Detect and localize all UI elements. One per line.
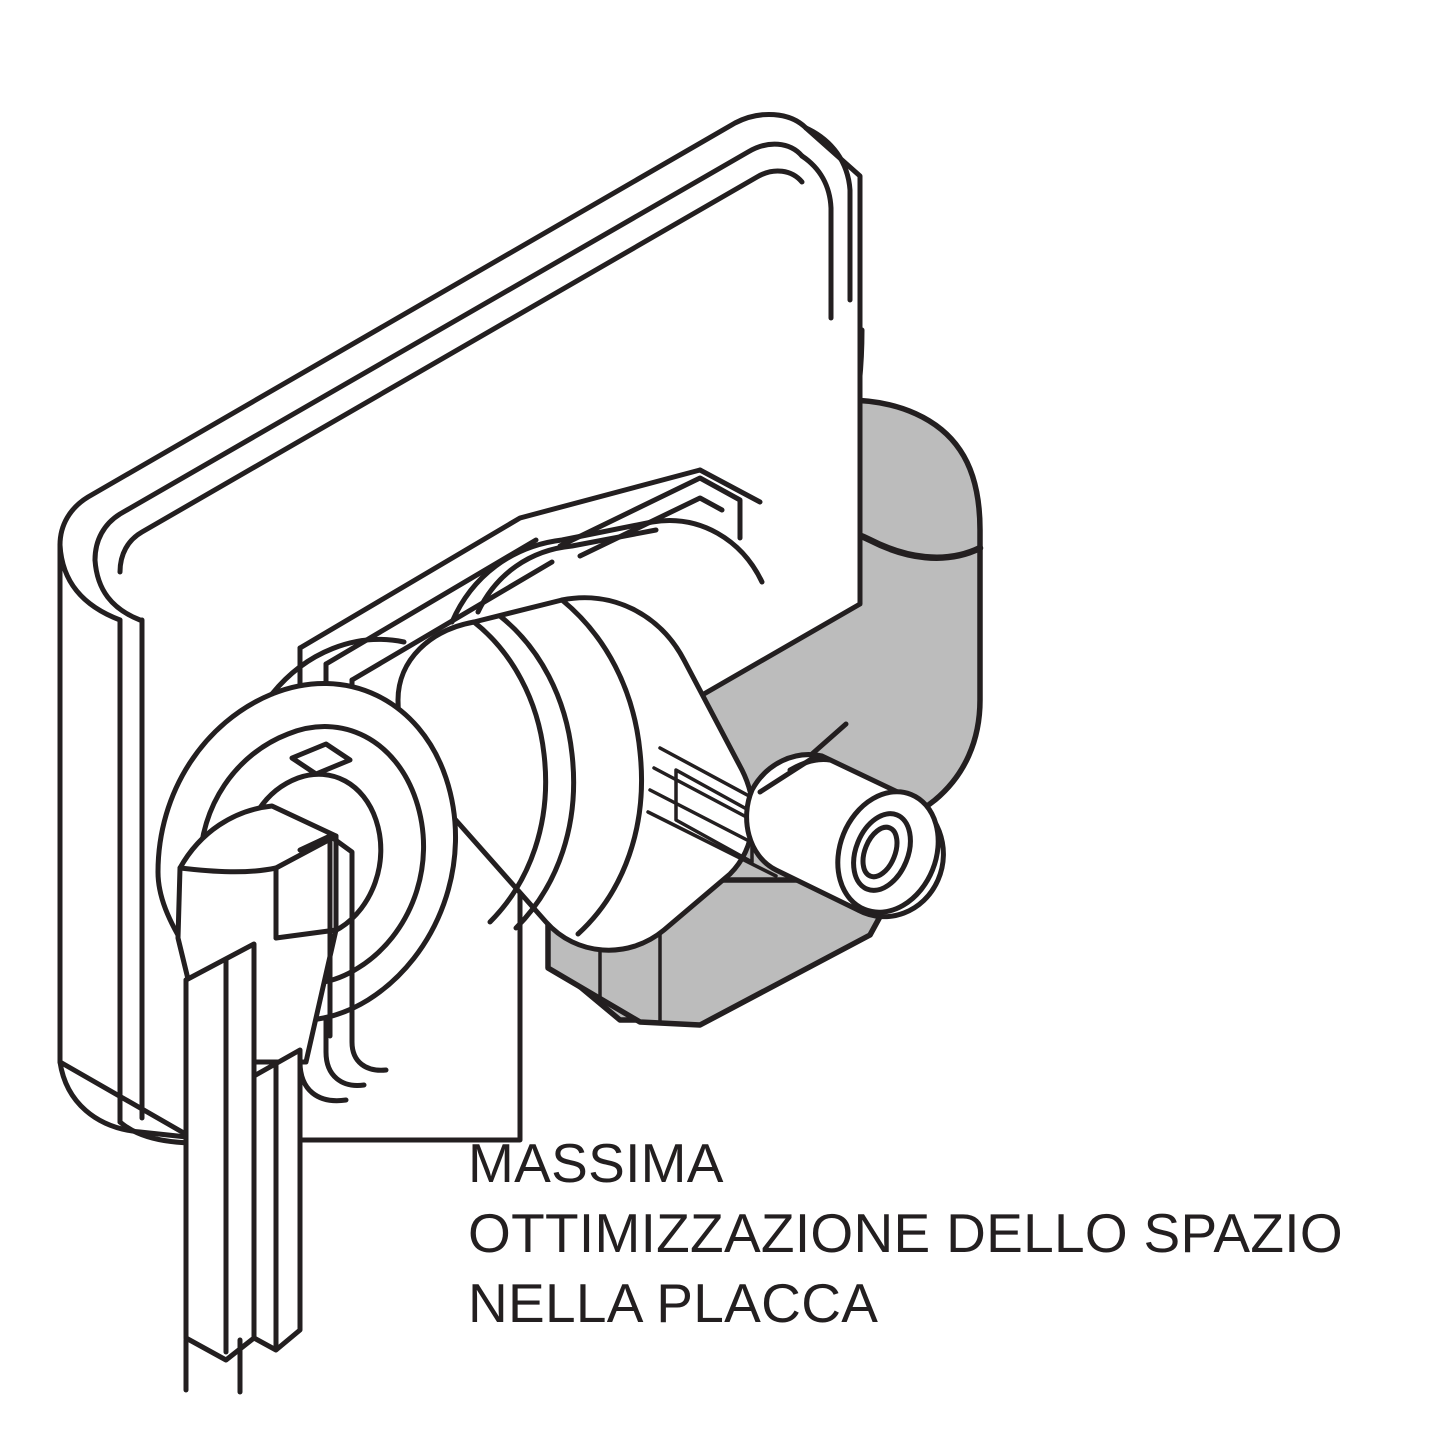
plate-recess-mid xyxy=(323,661,367,1088)
wall-plate-top-right-arc xyxy=(803,125,853,303)
nozzle-bore-outer xyxy=(851,811,913,893)
cartridge-flange-arc-1 xyxy=(471,619,549,925)
caption-line-1: MASSIMA xyxy=(468,1132,724,1194)
nozzle-to-body-link xyxy=(809,721,849,757)
lever-stem xyxy=(183,941,257,1363)
wall-plate-top-right-arc-inner xyxy=(799,153,834,303)
caption-line-3: NELLA PLACCA xyxy=(468,1272,879,1334)
lever-handle-group xyxy=(175,803,355,1395)
cartridge-flange-arc-3 xyxy=(559,597,645,937)
wall-plate-top-bevel xyxy=(92,141,805,563)
nozzle-end-face xyxy=(835,789,941,915)
caption-line-2: OTTIMIZZAZIONE DELLO SPAZIO xyxy=(468,1202,1343,1264)
lever-blade-edge xyxy=(273,833,339,871)
nozzle-bore-inner xyxy=(860,824,900,880)
knob-body-side xyxy=(269,636,407,697)
wall-plate-left-edge-inner xyxy=(92,557,143,623)
cartridge-flange-arc-2 xyxy=(497,613,577,931)
lever-blade-inner-edge xyxy=(273,927,339,941)
outlet-nozzle-group xyxy=(744,752,946,920)
plate-recess-outer-top xyxy=(297,467,703,651)
caption-block: MASSIMA OTTIMIZZAZIONE DELLO SPAZIO NELL… xyxy=(468,1128,1408,1338)
wall-plate-top-bevel-inner xyxy=(117,168,805,575)
cartridge-upper-shoulder-inner xyxy=(475,527,659,615)
cartridge-seam-top xyxy=(697,467,763,505)
lever-upper-outline-a xyxy=(297,833,355,1043)
knob-indicator-notch xyxy=(289,741,353,777)
wall-plate-bottom-left-arc-inner xyxy=(117,1119,193,1146)
cartridge-upper-shoulder xyxy=(449,518,765,625)
rib-window xyxy=(674,768,754,864)
cartridge-housing-group xyxy=(395,467,792,953)
cartridge-top-tab-inner xyxy=(577,495,725,559)
cartridge-top-tab xyxy=(557,475,743,549)
rib-line-4 xyxy=(646,810,778,878)
nozzle-neck-seam xyxy=(787,757,833,773)
